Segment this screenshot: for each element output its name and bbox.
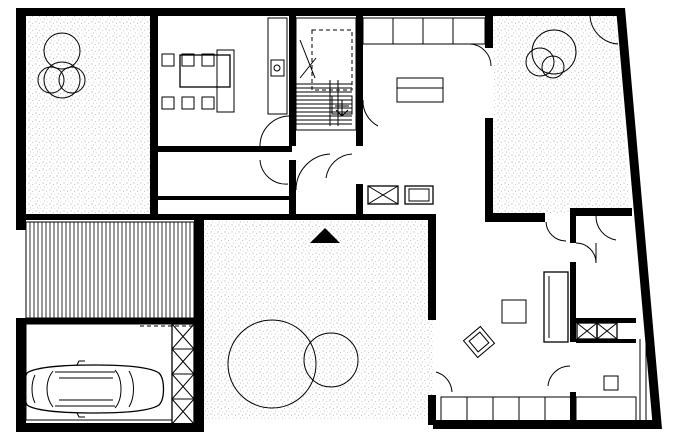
living-room-furniture	[462, 271, 619, 391]
courtyard-center	[203, 220, 433, 420]
garden-areas	[26, 16, 630, 420]
service-rooms	[545, 215, 647, 420]
courtyard-door	[589, 15, 619, 45]
north-arrow-triangle-icon	[310, 228, 340, 243]
dining-table-icon	[161, 49, 235, 113]
walls	[16, 8, 662, 432]
storage-cabinets	[367, 185, 434, 205]
carport-pergola	[25, 221, 195, 319]
bench	[440, 396, 637, 422]
courtyard-northeast	[493, 16, 630, 213]
carport	[25, 317, 195, 425]
entry-door	[259, 115, 353, 191]
tree-canopy-icon	[37, 29, 577, 409]
living-door	[435, 371, 453, 393]
kitchen-counter	[267, 17, 288, 115]
staircase	[295, 17, 357, 131]
car-icon	[23, 360, 165, 418]
kitchen-island	[362, 17, 492, 127]
courtyard-northwest	[26, 16, 150, 214]
